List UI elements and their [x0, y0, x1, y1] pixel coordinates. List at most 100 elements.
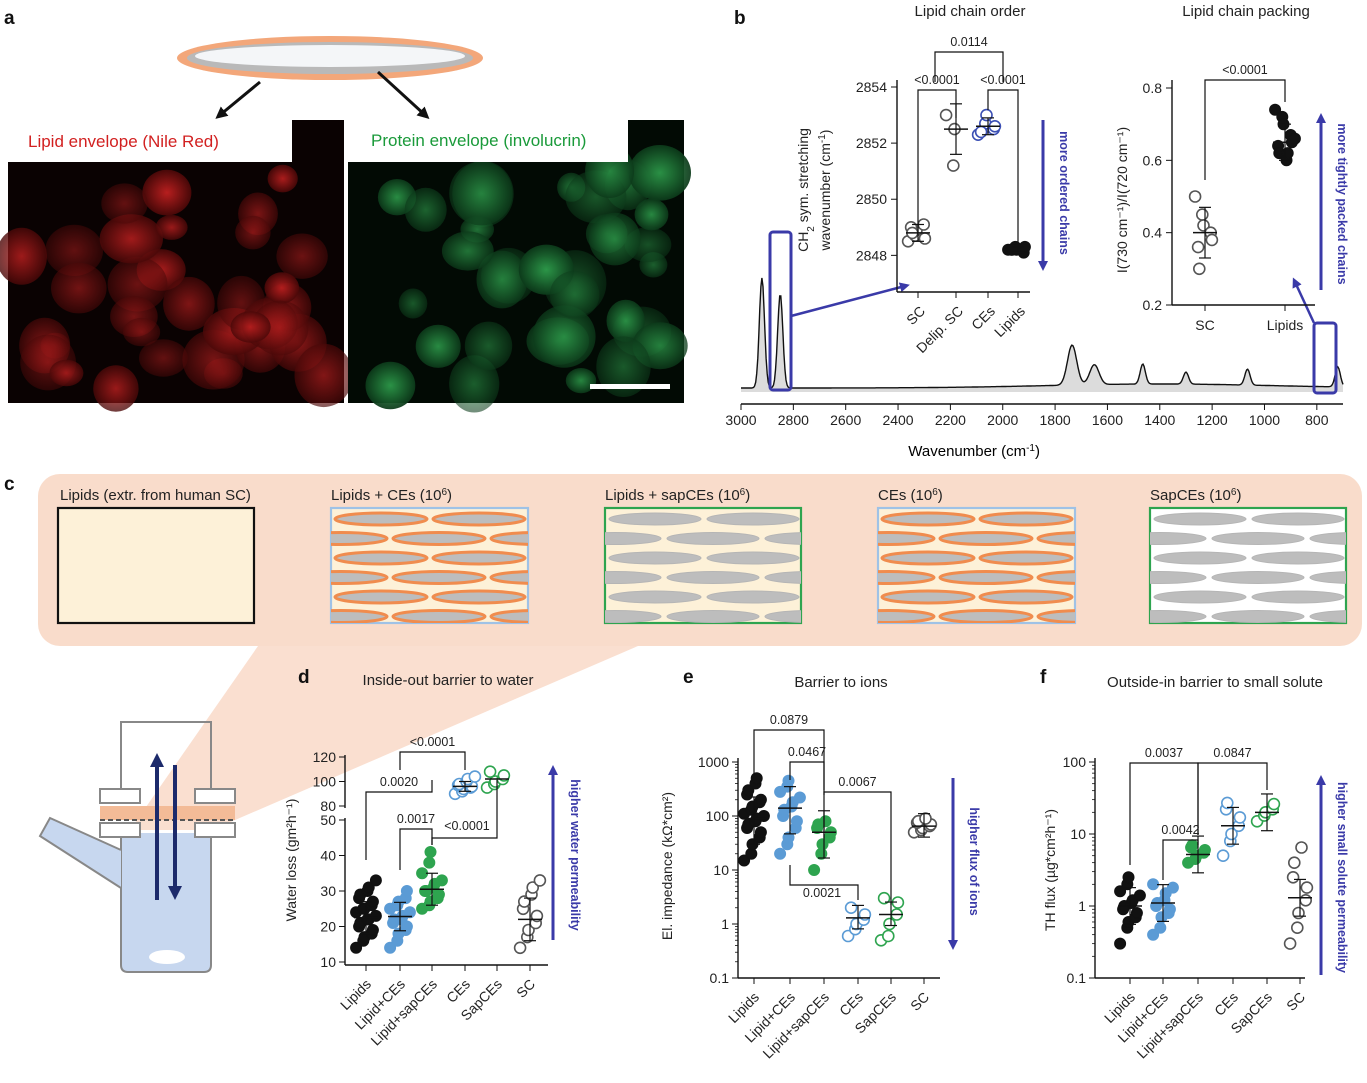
scale-bar — [590, 384, 670, 389]
cell-blob — [441, 231, 494, 271]
spectrum-tick-label: 800 — [1305, 412, 1329, 428]
envelope-ellipse — [978, 589, 1074, 605]
cell-blob — [365, 361, 416, 410]
envelope-ellipse — [706, 551, 800, 565]
envelope-ellipse — [605, 532, 662, 545]
data-point — [919, 812, 932, 825]
envelope-ellipse — [608, 551, 702, 565]
data-point — [369, 874, 382, 887]
data-point — [1197, 219, 1210, 232]
spectrum-tick-label: 1600 — [1092, 412, 1123, 428]
envelope-ellipse — [706, 512, 800, 526]
data-point — [423, 856, 436, 869]
y-tick-label: 100 — [1063, 754, 1087, 770]
cell-blob — [267, 164, 298, 193]
p-value: 0.0879 — [770, 713, 808, 727]
y-axis-label: I(730 cm⁻¹)/I(720 cm⁻¹) — [1114, 127, 1130, 273]
spectrum-tick-label: 1400 — [1144, 412, 1175, 428]
envelope-stack — [605, 512, 801, 623]
y-tick-label: 10 — [713, 862, 729, 878]
significance-bracket — [934, 51, 1004, 82]
p-value: 0.0847 — [1213, 746, 1251, 760]
data-point — [939, 108, 953, 122]
envelope-ellipse — [391, 531, 487, 546]
envelope-ellipse — [431, 511, 527, 527]
p-value: 0.0017 — [397, 812, 435, 826]
significance-bracket — [917, 89, 957, 235]
envelope-ellipse — [878, 570, 936, 585]
data-point — [1269, 103, 1282, 116]
spectrum-tick-label: 2800 — [778, 412, 809, 428]
cell-blob — [163, 276, 215, 331]
cell-blob — [449, 161, 513, 226]
category-label: SC — [1195, 317, 1214, 333]
envelope-ellipse — [331, 531, 389, 546]
envelope-ellipse — [978, 550, 1074, 566]
envelope-ellipse — [331, 570, 389, 585]
data-point — [1291, 921, 1304, 935]
data-point — [819, 815, 832, 828]
p-value: 0.0067 — [838, 775, 876, 789]
envelope-ellipse — [938, 570, 1034, 585]
p-value: 0.0020 — [380, 775, 418, 789]
category-label: SC — [1283, 989, 1308, 1014]
envelope-ellipse — [878, 531, 936, 546]
significance-bracket — [399, 751, 466, 770]
data-point — [1154, 921, 1167, 934]
significance-bracket — [399, 828, 433, 870]
envelope-ellipse — [331, 609, 389, 623]
data-point — [1198, 844, 1211, 856]
envelope-ellipse — [880, 511, 976, 527]
spectrum-tick-label: 2000 — [987, 412, 1018, 428]
data-point — [384, 941, 397, 954]
data-point — [1186, 839, 1199, 852]
significance-bracket — [1197, 762, 1268, 835]
y-tick-label: 1 — [1078, 898, 1086, 914]
data-point — [946, 159, 960, 172]
y-axis-label-2: wavenumber (cm-1) — [817, 130, 834, 252]
envelope-ellipse — [880, 589, 976, 605]
data-point — [918, 232, 932, 245]
model-box-label: Lipids (extr. from human SC) — [60, 487, 251, 504]
highlight-720-region — [1312, 321, 1338, 395]
data-point — [362, 881, 375, 894]
envelope-ellipse — [1150, 532, 1207, 545]
envelope-ellipse — [1309, 532, 1346, 545]
cell-blob — [235, 215, 271, 250]
significance-bracket — [823, 791, 892, 905]
cell-blob — [589, 212, 641, 266]
envelope-ellipse — [706, 590, 800, 604]
significance-bracket — [365, 780, 433, 860]
y-tick-label: 10 — [1070, 826, 1086, 842]
y-tick-label: 0.1 — [710, 970, 730, 986]
envelope-ellipse — [1251, 590, 1345, 604]
panel-label-f: f — [1040, 667, 1047, 688]
data-point — [468, 770, 482, 783]
category-label: Lipids — [1267, 317, 1304, 333]
envelope-ellipse — [1211, 610, 1305, 623]
y-tick-label: 10 — [320, 954, 336, 970]
envelope-ellipse — [391, 570, 487, 585]
data-point — [877, 891, 891, 905]
data-point — [1122, 871, 1135, 884]
data-point — [1147, 878, 1160, 891]
spectrum-tick-label: 3000 — [725, 412, 756, 428]
envelope-stack — [331, 511, 528, 623]
direction-arrow-label: higher small solute permeability — [1335, 782, 1349, 973]
envelope-ellipse — [605, 610, 662, 623]
significance-bracket — [753, 729, 825, 790]
highlight-ch2-region — [768, 230, 793, 392]
zoom-arrow-packing — [1292, 277, 1316, 324]
cell-blob — [251, 300, 309, 356]
data-point — [1283, 937, 1297, 950]
cell-blob — [142, 169, 192, 216]
cell-blob — [464, 321, 513, 370]
data-point — [1193, 262, 1206, 276]
water-loss-plot: 120100805040302010LipidsLipid+CEsLipid+s… — [283, 735, 582, 1048]
data-point — [774, 847, 787, 860]
cell-blob — [99, 214, 163, 264]
data-point — [1114, 937, 1127, 950]
